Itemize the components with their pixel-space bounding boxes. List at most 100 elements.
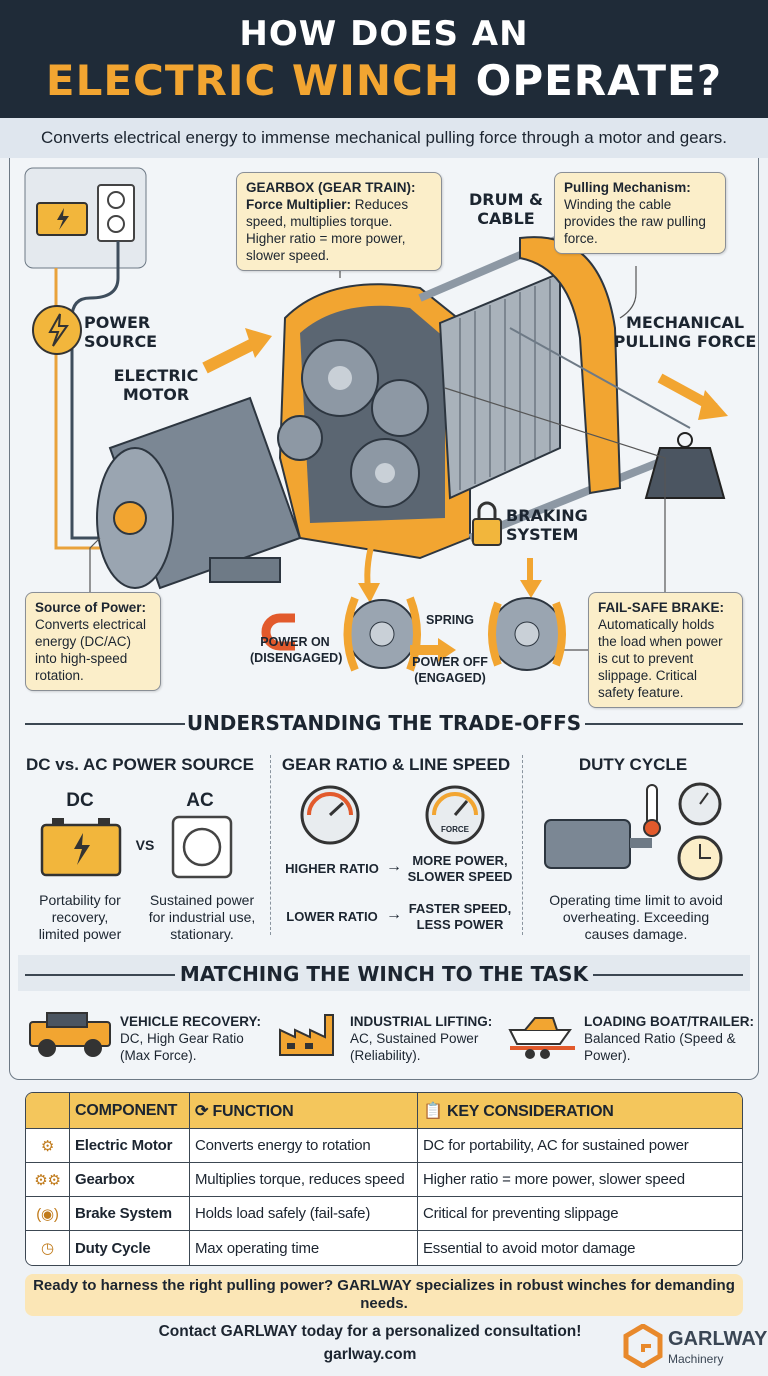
- drum-illustration: [418, 234, 691, 542]
- brake-disengaged-icon: [343, 596, 421, 672]
- garlway-logo-icon: [623, 1324, 663, 1368]
- callout-gearbox-lead: Force Multiplier:: [246, 197, 352, 212]
- callout-brake-text: Automatically holds the load when power …: [598, 617, 723, 700]
- callout-source-text: Converts electrical energy (DC/AC) into …: [35, 617, 147, 683]
- power-box: [24, 167, 147, 269]
- match-industrial-text: AC, Sustained Power (Reliability).: [350, 1031, 479, 1063]
- matching-title: MATCHING THE WINCH TO THE TASK: [179, 962, 589, 986]
- title-accent: ELECTRIC WINCH: [45, 56, 460, 105]
- lower-result: FASTER SPEED, LESS POWER: [408, 901, 512, 932]
- padlock-icon: [472, 501, 502, 546]
- jeep-icon: [29, 1012, 111, 1057]
- boat-trailer-icon: [508, 1017, 575, 1059]
- power-source-icon: [32, 305, 82, 355]
- label-power-off: POWER OFF (ENGAGED): [412, 655, 488, 685]
- contact-text: Contact GARLWAY today for a personalized…: [158, 1323, 582, 1340]
- arrow-right-icon: →: [386, 906, 402, 923]
- components-table: COMPONENT ⟳ FUNCTION 📋 KEY CONSIDERATION…: [25, 1092, 743, 1266]
- label-braking-system: BRAKING SYSTEM: [506, 506, 588, 544]
- logo-tagline: Machinery: [668, 1352, 724, 1366]
- match-boat: LOADING BOAT/TRAILER: Balanced Ratio (Spe…: [584, 1013, 754, 1064]
- header: HOW DOES AN ELECTRIC WINCH OPERATE?: [0, 0, 768, 118]
- title-line-2: ELECTRIC WINCH OPERATE?: [0, 56, 768, 105]
- gears-icon: ⚙⚙: [26, 1163, 70, 1197]
- gearbox-illustration: [277, 283, 471, 560]
- subtitle: Converts electrical energy to immense me…: [0, 118, 768, 158]
- match-industrial: INDUSTRIAL LIFTING: AC, Sustained Power (…: [350, 1013, 500, 1064]
- cell-component: Duty Cycle: [70, 1231, 190, 1265]
- table-header-component: COMPONENT: [70, 1093, 190, 1129]
- divider: [25, 723, 185, 725]
- dc-label: DC: [66, 790, 94, 811]
- callout-pulling: Pulling Mechanism: Winding the cable pro…: [554, 172, 726, 254]
- winch-diagram: [24, 167, 728, 672]
- arrow-right-icon: →: [386, 858, 402, 875]
- cell-component: Electric Motor: [70, 1129, 190, 1163]
- higher-ratio: HIGHER RATIO: [285, 861, 379, 876]
- match-vehicle-title: VEHICLE RECOVERY:: [120, 1014, 262, 1029]
- callout-gearbox-text: Reduces speed, multiplies torque. Higher…: [246, 197, 409, 263]
- duty-text: Operating time limit to avoid overheatin…: [549, 892, 723, 942]
- label-power-on: POWER ON (DISENGAGED): [250, 635, 343, 665]
- cell-consideration: Higher ratio = more power, slower speed: [418, 1163, 742, 1197]
- motor-arrow: [202, 337, 258, 374]
- timer-icon: ◷: [26, 1231, 70, 1265]
- higher-result: MORE POWER, SLOWER SPEED: [407, 853, 513, 884]
- motor-icon: ⚙: [26, 1129, 70, 1163]
- match-industrial-title: INDUSTRIAL LIFTING:: [350, 1014, 493, 1029]
- ac-text: Sustained power for industrial use, stat…: [148, 892, 256, 942]
- cell-function: Multiplies torque, reduces speed: [190, 1163, 418, 1197]
- table-header-row: COMPONENT ⟳ FUNCTION 📋 KEY CONSIDERATION: [26, 1093, 742, 1129]
- divider: [585, 723, 743, 725]
- refresh-icon: ⟳: [195, 1102, 213, 1120]
- power-title: DC vs. AC POWER SOURCE: [26, 755, 254, 774]
- weight-icon: [644, 432, 726, 499]
- logo-name: GARLWAY: [668, 1328, 768, 1350]
- gauge-icons: [300, 785, 485, 845]
- divider: [522, 755, 523, 935]
- cell-component: Brake System: [70, 1197, 190, 1231]
- title-rest: OPERATE?: [475, 56, 723, 105]
- cell-function: Holds load safely (fail-safe): [190, 1197, 418, 1231]
- match-vehicle: VEHICLE RECOVERY:DC, High Gear Ratio (Ma…: [120, 1013, 270, 1064]
- divider: [270, 755, 271, 935]
- duty-icons: [544, 782, 723, 881]
- motor-illustration: [96, 396, 302, 590]
- cell-component: Gearbox: [70, 1163, 190, 1197]
- battery-outlet-icons: [40, 815, 233, 879]
- factory-icon: [279, 1014, 334, 1056]
- cell-function: Max operating time: [190, 1231, 418, 1265]
- callout-brake: FAIL-SAFE BRAKE: Automatically holds the…: [588, 592, 743, 708]
- website-link[interactable]: garlway.com: [323, 1346, 417, 1363]
- divider: [593, 974, 743, 976]
- table-header-icon: [26, 1093, 70, 1129]
- label-spring: SPRING: [426, 613, 474, 627]
- callout-pulling-text: Winding the cable provides the raw pulli…: [564, 197, 706, 246]
- divider: [25, 974, 175, 976]
- callout-brake-title: FAIL-SAFE BRAKE:: [598, 600, 724, 615]
- table-header-consideration: 📋 KEY CONSIDERATION: [418, 1093, 742, 1129]
- tradeoffs-title: UNDERSTANDING THE TRADE-OFFS: [186, 711, 582, 735]
- clipboard-icon: 📋: [423, 1102, 447, 1120]
- dc-text: Portability for recovery, limited power: [38, 892, 122, 942]
- gear-title: GEAR RATIO & LINE SPEED: [281, 755, 511, 774]
- duty-title: DUTY CYCLE: [578, 755, 688, 774]
- cta-banner: Ready to harness the right pulling power…: [25, 1274, 743, 1316]
- brake-icon: (◉): [26, 1197, 70, 1231]
- callout-gearbox-title: GEARBOX (GEAR TRAIN):: [246, 180, 416, 195]
- match-boat-title: LOADING BOAT/TRAILER:: [584, 1014, 754, 1029]
- cell-consideration: Critical for preventing slippage: [418, 1197, 742, 1231]
- label-mechanical-force: MECHANICAL PULLING FORCE: [613, 313, 757, 351]
- brake-engaged-icon: [488, 597, 566, 671]
- cell-consideration: Essential to avoid motor damage: [418, 1231, 742, 1265]
- matching-band: [18, 955, 750, 991]
- title-line-1: HOW DOES AN: [239, 14, 529, 54]
- callout-source: Source of Power: Converts electrical ene…: [25, 592, 161, 691]
- table-header-consideration-label: KEY CONSIDERATION: [446, 1102, 614, 1120]
- match-boat-text: Balanced Ratio (Speed & Power).: [584, 1031, 736, 1063]
- callout-pulling-title: Pulling Mechanism:: [564, 180, 691, 195]
- gauge-force-label: FORCE: [441, 825, 469, 834]
